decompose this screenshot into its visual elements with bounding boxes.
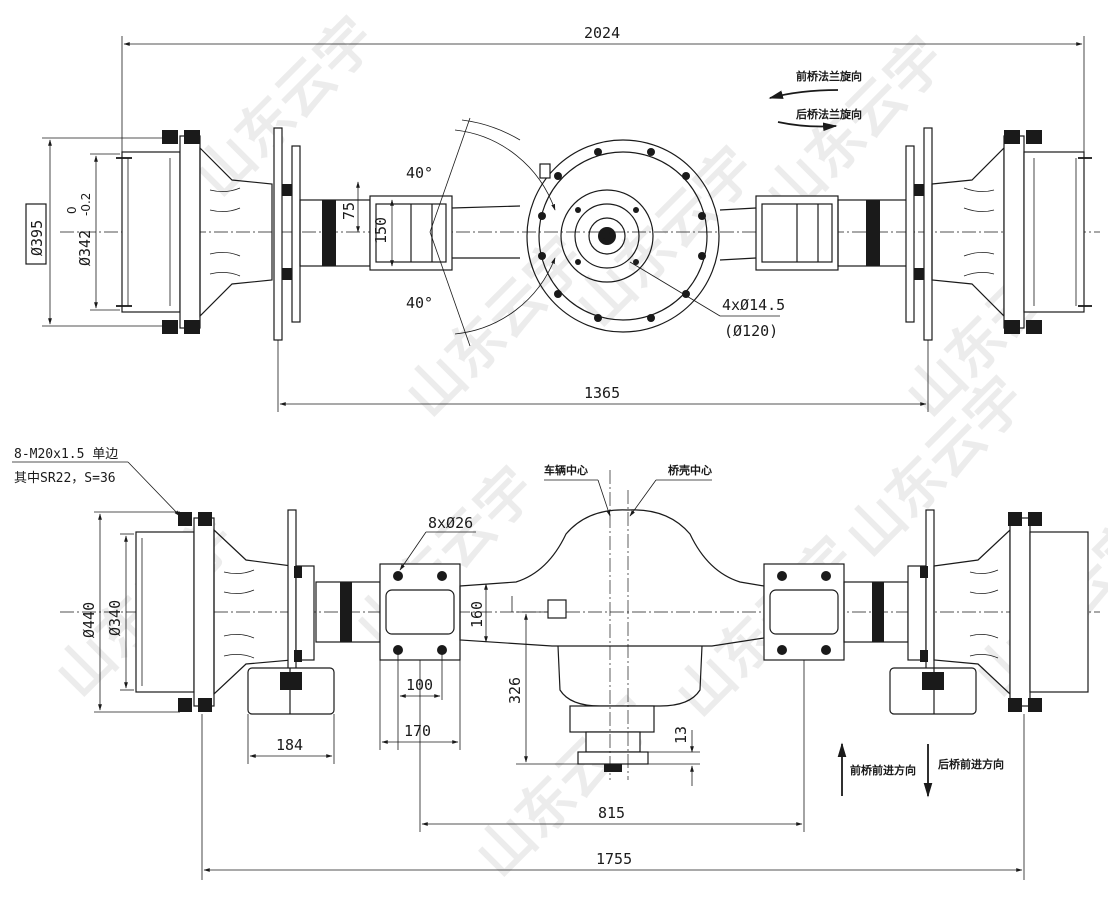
- angle-lower: 40°: [406, 294, 433, 312]
- thread-note: 其中SR22，S=36: [14, 471, 116, 486]
- vehicle-center-label: 车辆中心: [544, 463, 588, 477]
- right-spring-plate: [923, 127, 933, 341]
- right-drum-front: [1029, 531, 1089, 693]
- housing-front: [459, 509, 765, 647]
- left-brake-drum: [121, 151, 181, 313]
- right-spring-seat: [763, 563, 845, 661]
- dim-1755: 1755: [596, 850, 632, 868]
- dim-184: 184: [276, 736, 303, 754]
- dim-100: 100: [406, 676, 433, 694]
- dim-340: Ø340: [106, 600, 124, 636]
- dim-170: 170: [404, 722, 431, 740]
- diff-housing-outer: [526, 139, 720, 333]
- top-view: 2024 1365 Ø395 Ø342 0 -0.2 75 150 40° 40…: [25, 24, 1100, 412]
- tol-upper: 0: [65, 206, 79, 214]
- dim-13: 13: [672, 726, 690, 744]
- dim-1365: 1365: [584, 384, 620, 402]
- watermark: 山东云宇: [184, 6, 388, 210]
- rear-rotation-label: 后桥法兰旋向: [796, 107, 862, 121]
- dim-150: 150: [372, 217, 390, 244]
- dim-395: Ø395: [28, 220, 46, 256]
- dim-75: 75: [340, 202, 358, 220]
- right-brake-drum: [1023, 151, 1085, 313]
- dim-440: Ø440: [80, 602, 98, 638]
- rear-forward-label: 后桥前进方向: [938, 757, 1004, 771]
- angle-upper: 40°: [406, 164, 433, 182]
- front-rotation-label: 前桥法兰旋向: [796, 69, 862, 83]
- left-spring-seat: [379, 563, 461, 661]
- dim-160: 160: [468, 601, 486, 628]
- dim-2024: 2024: [584, 24, 620, 42]
- flange-pcd-label: (Ø120): [724, 322, 778, 340]
- tol-lower: -0.2: [79, 193, 93, 216]
- thread-spec: 8-M20x1.5 单边: [14, 447, 118, 462]
- front-view: 车辆中心 桥壳中心 8-M20x1.5 单边 其中SR22，S=36 8xØ26…: [12, 447, 1100, 880]
- dim-815: 815: [598, 804, 625, 822]
- left-drum-front: [135, 531, 195, 693]
- flange-holes-label: 4xØ14.5: [722, 296, 785, 314]
- left-spring-plate: [273, 127, 283, 341]
- dim-342: Ø342: [76, 230, 94, 266]
- seat-holes-label: 8xØ26: [428, 514, 473, 532]
- housing-center-label: 桥壳中心: [668, 463, 712, 477]
- front-forward-label: 前桥前进方向: [850, 763, 916, 777]
- dim-326: 326: [506, 677, 524, 704]
